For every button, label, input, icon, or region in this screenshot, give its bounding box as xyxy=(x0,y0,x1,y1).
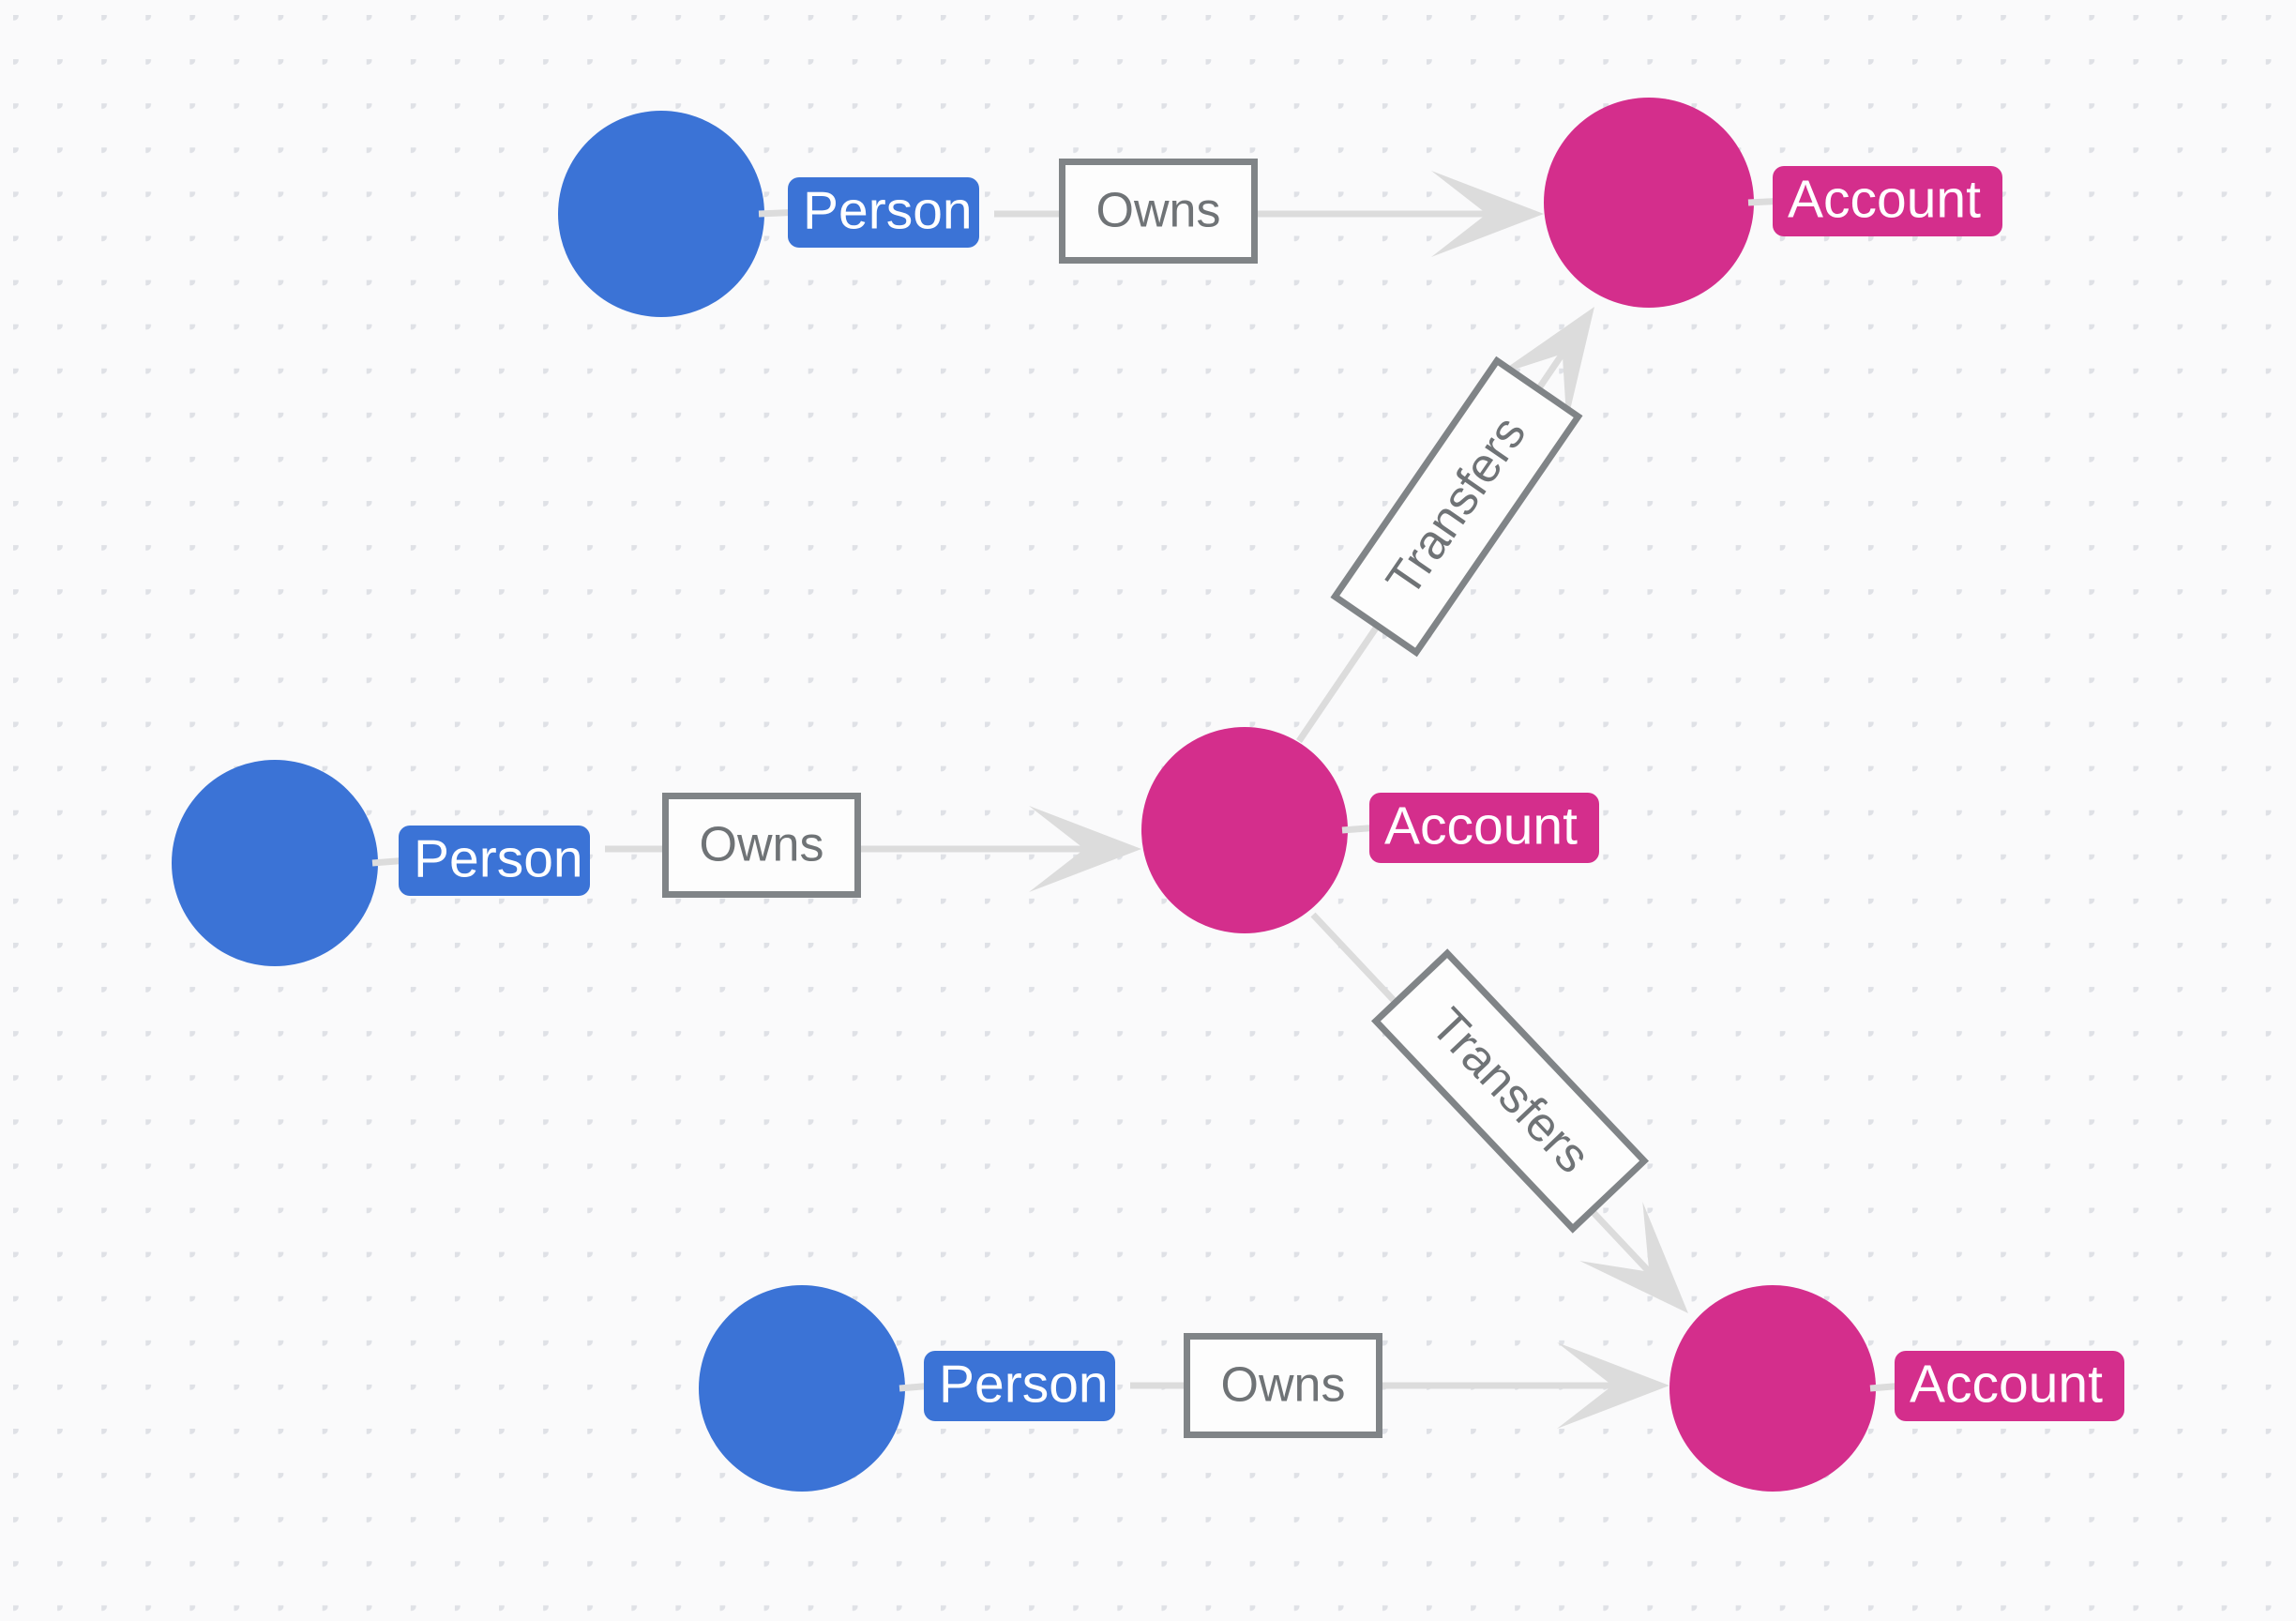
badge-connector xyxy=(1341,825,1374,834)
edge-label-edge-owns-2[interactable]: Owns xyxy=(662,793,861,898)
node-badge-person-1[interactable]: Person xyxy=(758,177,979,248)
node-badge-label: Person xyxy=(414,829,583,889)
node-circle-account[interactable] xyxy=(1141,727,1348,933)
node-circle-account[interactable] xyxy=(1669,1285,1876,1492)
node-badge-rect[interactable] xyxy=(924,1351,1115,1421)
edge-label-text: Owns xyxy=(1096,184,1221,238)
node-badge-account-2[interactable]: Account xyxy=(1341,793,1599,863)
edge-label-text: Owns xyxy=(1221,1358,1346,1413)
node-badge-person-2[interactable]: Person xyxy=(371,826,590,896)
edge-label-edge-owns-3[interactable]: Owns xyxy=(1184,1333,1382,1438)
badge-connector xyxy=(899,1383,929,1392)
node-layer xyxy=(172,98,1876,1492)
badge-connector xyxy=(1747,198,1777,206)
edge-label-edge-transfers-1[interactable]: Transfers xyxy=(1330,356,1583,658)
badge-connector xyxy=(371,857,403,867)
edge-arrowhead xyxy=(1557,1342,1669,1429)
node-person-2[interactable] xyxy=(172,760,378,966)
node-account-1[interactable] xyxy=(1544,98,1754,308)
edge-label-box[interactable] xyxy=(1330,356,1583,658)
edge-label-text: Owns xyxy=(700,818,824,872)
edge-label-box[interactable] xyxy=(1370,948,1650,1234)
node-badge-label: Account xyxy=(1384,796,1578,856)
node-circle-person[interactable] xyxy=(172,760,378,966)
node-badge-rect[interactable] xyxy=(1369,793,1599,863)
node-badge-account-3[interactable]: Account xyxy=(1869,1351,2124,1421)
badge-connector xyxy=(758,209,793,218)
node-circle-account[interactable] xyxy=(1544,98,1754,308)
edge-arrowhead xyxy=(1431,171,1544,257)
node-account-2[interactable] xyxy=(1141,727,1348,933)
node-badge-person-3[interactable]: Person xyxy=(899,1351,1115,1421)
node-account-3[interactable] xyxy=(1669,1285,1876,1492)
badge-connector xyxy=(1869,1383,1899,1392)
node-badge-label: Account xyxy=(1910,1355,2103,1415)
node-circle-person[interactable] xyxy=(558,111,764,317)
edge-label-box[interactable] xyxy=(1184,1333,1382,1438)
node-badge-label: Account xyxy=(1788,170,1981,230)
node-circle-person[interactable] xyxy=(699,1285,905,1492)
edge-arrowhead xyxy=(1579,1202,1688,1313)
edge-label-edge-transfers-2[interactable]: Transfers xyxy=(1370,948,1650,1234)
node-badge-account-1[interactable]: Account xyxy=(1747,166,2002,236)
edge-label-box[interactable] xyxy=(1059,159,1258,264)
node-badge-rect[interactable] xyxy=(399,826,590,896)
node-badge-rect[interactable] xyxy=(1895,1351,2124,1421)
node-badge-label: Person xyxy=(803,181,973,241)
edge-arrowhead xyxy=(1495,307,1594,425)
node-person-1[interactable] xyxy=(558,111,764,317)
edge-label-box[interactable] xyxy=(662,793,861,898)
node-badge-label: Person xyxy=(939,1355,1109,1415)
node-person-3[interactable] xyxy=(699,1285,905,1492)
node-badge-rect[interactable] xyxy=(1773,166,2002,236)
edge-arrowhead xyxy=(1029,806,1141,892)
edge-label-edge-owns-1[interactable]: Owns xyxy=(1059,159,1258,264)
node-badge-rect[interactable] xyxy=(788,177,979,248)
